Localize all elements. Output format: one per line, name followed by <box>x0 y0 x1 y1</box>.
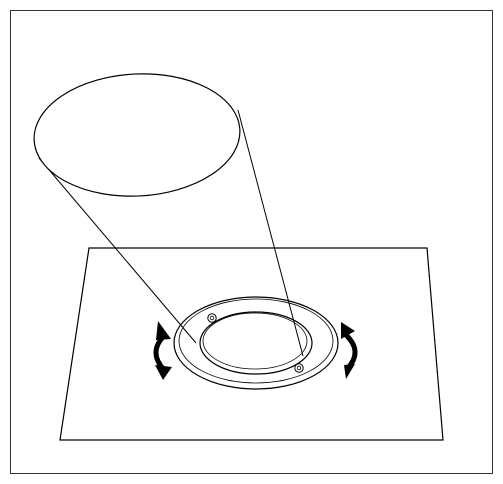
cylinder-left-edge <box>38 157 197 344</box>
outer-frame <box>10 10 493 474</box>
screw-bottom-right-icon <box>294 363 304 373</box>
fixture-top-ellipse <box>33 73 241 197</box>
ring-flange-inner-edge <box>178 298 334 384</box>
ring-opening-inner <box>202 312 308 370</box>
rotate-clockwise-arrow-icon <box>341 322 358 379</box>
rotate-counterclockwise-arrow-icon <box>153 321 172 380</box>
cylinder-right-edge <box>237 109 304 357</box>
ring-opening-outer <box>199 311 313 375</box>
mounting-ring <box>173 296 339 390</box>
light-fixture-cylinder <box>33 73 304 357</box>
screw-top-left-icon <box>207 313 217 323</box>
